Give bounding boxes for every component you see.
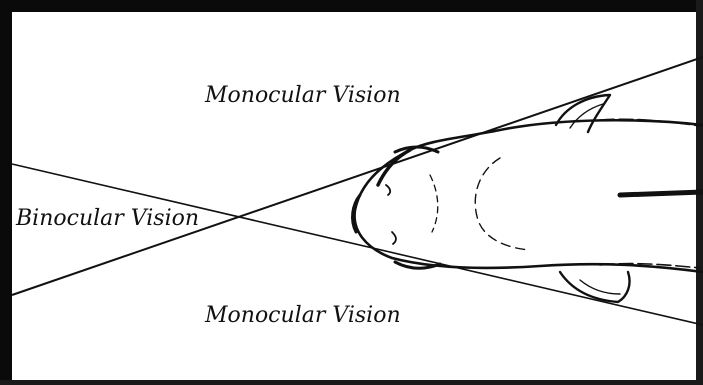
lower-sight-line — [12, 164, 703, 325]
animal-head-sketch — [353, 95, 703, 302]
border-left — [0, 0, 12, 385]
monocular-vision-top-label: Monocular Vision — [205, 85, 401, 107]
monocular-vision-bottom-label: Monocular Vision — [205, 305, 401, 327]
border-bottom — [0, 380, 703, 385]
binocular-vision-label: Binocular Vision — [16, 208, 199, 230]
border-top — [0, 0, 703, 12]
